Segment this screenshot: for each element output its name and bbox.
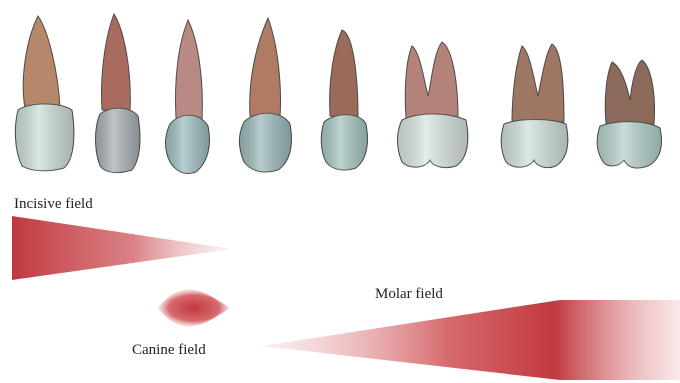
tooth-third-molar (597, 60, 661, 168)
tooth-first-premolar (240, 18, 292, 172)
tooth-canine (166, 20, 210, 174)
tooth-first-molar (398, 42, 468, 168)
molar-field-label: Molar field (375, 286, 443, 303)
tooth-second-molar (501, 44, 568, 168)
teeth-row (15, 14, 661, 174)
incisive-field-label: Incisive field (14, 196, 93, 213)
tooth-second-premolar (321, 30, 367, 170)
tooth-central-incisor (15, 16, 74, 171)
canine-field-label: Canine field (132, 342, 206, 359)
incisive-field-wedge (12, 216, 232, 280)
canine-field-blob (158, 290, 230, 327)
tooth-lateral-incisor (96, 14, 141, 173)
molar-field-wedge (262, 300, 680, 380)
